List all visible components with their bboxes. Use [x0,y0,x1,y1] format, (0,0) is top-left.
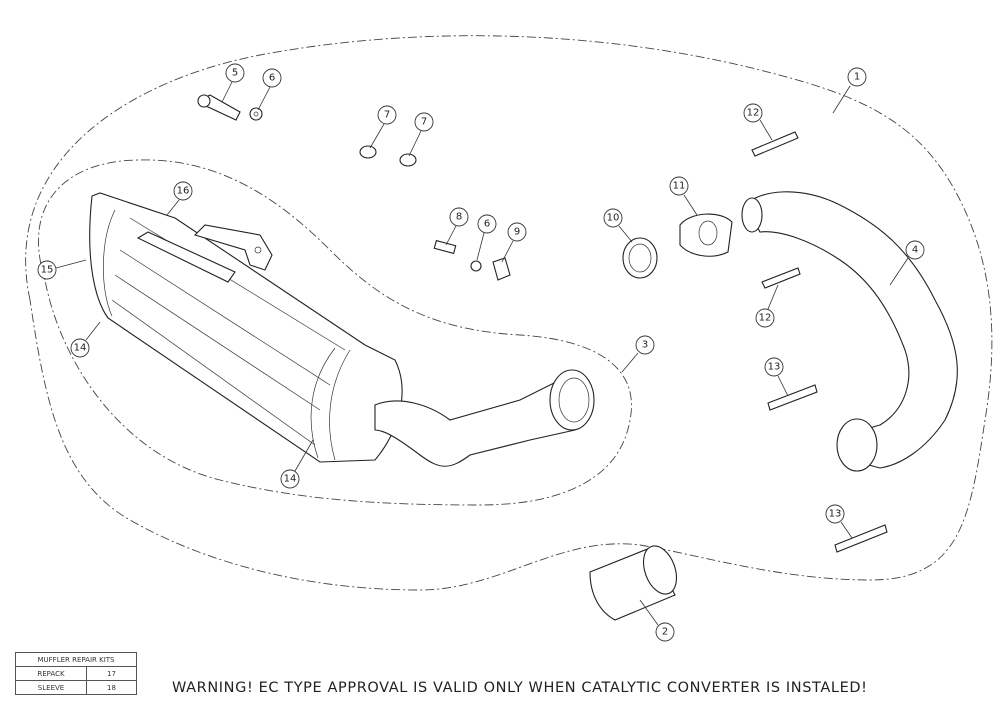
callout-label: 12 [747,108,760,119]
muffler [89,192,403,463]
header-pipe [741,191,958,472]
callout-label: 3 [642,340,648,351]
callout-label: 12 [759,313,772,324]
kit-outline-full [25,35,993,591]
kit-code: 17 [86,666,137,681]
kit-outline-muffler [38,159,632,506]
callout-14a: 14 [70,321,101,358]
callout-label: 13 [829,509,842,520]
callout-label: 7 [384,110,390,121]
callout-1: 1 [832,67,867,114]
callout-15: 15 [37,259,87,280]
callout-8: 8 [445,207,469,246]
callout-label: 14 [74,343,87,354]
callout-11: 11 [669,176,698,216]
callout-14b: 14 [280,439,314,489]
callout-13b: 13 [825,504,853,539]
callout-label: 1 [854,72,860,83]
callout-10: 10 [603,208,633,243]
link-pipe [374,369,595,467]
callout-label: 14 [284,474,297,485]
callout-4: 4 [889,240,925,286]
callout-9: 9 [501,222,527,263]
callout-label: 6 [484,219,490,230]
callout-label: 11 [673,181,686,192]
callout-12a: 12 [743,103,773,141]
callout-7a: 7 [369,105,397,149]
callout-12b: 12 [755,284,779,328]
callout-label: 4 [912,245,918,256]
callout-label: 7 [421,117,427,128]
callout-label: 6 [269,73,275,84]
callout-16: 16 [166,181,193,216]
callout-label: 15 [41,265,54,276]
small-hardware [197,94,888,553]
callout-label: 16 [177,186,190,197]
callout-2: 2 [639,599,675,642]
callout-13a: 13 [764,357,789,397]
kit-code: 18 [86,680,137,695]
warning-text: WARNING! EC TYPE APPROVAL IS VALID ONLY … [172,680,868,696]
callout-6a: 6 [257,68,282,111]
callout-7b: 7 [408,112,434,157]
kit-name: SLEEVE [15,680,87,695]
callout-label: 10 [607,213,620,224]
kits-title: MUFFLER REPAIR KITS [15,652,137,667]
callout-label: 2 [662,627,668,638]
callout-label: 9 [514,227,520,238]
callout-3: 3 [621,335,655,373]
callout-label: 8 [456,212,462,223]
callout-6b: 6 [476,214,497,261]
callout-label: 5 [232,68,238,79]
callout-5: 5 [221,63,245,103]
callout-label: 13 [768,362,781,373]
catalyst-sleeve [589,545,678,621]
kit-name: REPACK [15,666,87,681]
